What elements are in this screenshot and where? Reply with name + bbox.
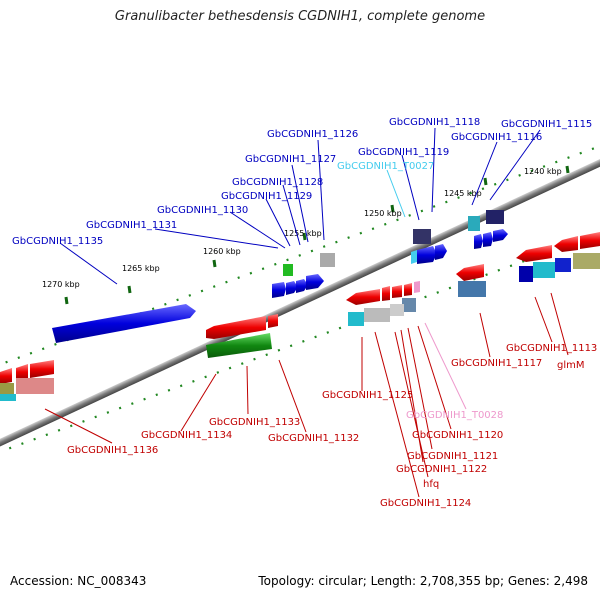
gene-label-1117: GbCGDNIH1_1117 [451,358,542,369]
gene-label-1136: GbCGDNIH1_1136 [67,445,158,456]
forward-features [52,210,508,343]
gene-label-1132: GbCGDNIH1_1132 [268,433,359,444]
gene-block-1116 [474,234,483,249]
gene-block-1117 [456,264,484,281]
forward-leader-lines [59,127,541,285]
gene-block-1113-navy [519,266,533,282]
gene-block-1117-steel [458,281,486,297]
gene-label-T0027: GbCGDNIH1_T0027 [337,161,434,172]
scale-label-1245: 1245 kbp [444,189,482,198]
forward-labels: GbCGDNIH1_1135 GbCGDNIH1_1131 GbCGDNIH1_… [12,117,592,247]
gene-block-1122 [392,285,402,298]
gene-block-1131 [272,282,286,298]
gene-label-1128: GbCGDNIH1_1128 [232,177,323,188]
gene-block-T0028 [414,281,420,293]
gene-block-1132-green [206,333,272,358]
gene-label-1130: GbCGDNIH1_1130 [157,205,248,216]
genome-summary-text: Topology: circular; Length: 2,708,355 bp… [258,574,588,588]
reverse-leader-lines [44,292,569,498]
genome-backbone [0,121,600,483]
gene-label-1122: GbCGDNIH1_1122 [396,464,487,475]
gene-block-1135 [52,304,196,343]
scale-label-1260: 1260 kbp [203,247,241,256]
gene-block-1119-top [413,229,431,244]
gene-label-1120: GbCGDNIH1_1120 [412,430,503,441]
gene-block-1115b [493,229,508,242]
gene-block-1127 [306,274,324,290]
gene-label-1124: GbCGDNIH1_1124 [380,498,471,509]
gene-block-1136-pink [16,378,54,394]
scale-label-1240: 1240 kbp [524,167,562,176]
gene-label-1135: GbCGDNIH1_1135 [12,236,103,247]
map-title: Granulibacter bethesdensis CGDNIH1, comp… [114,9,486,24]
gene-block-glmM [580,232,600,249]
reverse-labels: GbCGDNIH1_1136 GbCGDNIH1_1134 GbCGDNIH1_… [67,343,597,509]
gene-label-1115: GbCGDNIH1_1115 [501,119,592,130]
gene-block-1115a [483,232,493,247]
gene-label-1129: GbCGDNIH1_1129 [221,191,312,202]
gene-label-1119: GbCGDNIH1_1119 [358,147,449,158]
scale-label-1265: 1265 kbp [122,264,160,273]
gene-label-1118: GbCGDNIH1_1118 [389,117,480,128]
gene-block-T0027 [411,250,417,264]
gene-block-1121-blue [402,298,416,312]
gene-label-1125: GbCGDNIH1_1125 [322,390,413,401]
gene-block-1124 [382,286,390,301]
gene-label-T0028: GbCGDNIH1_T0028 [406,410,503,421]
gene-block-1136-olive [0,383,14,397]
gene-block-1136c [30,360,54,378]
gene-block-1136b [16,364,28,380]
gene-label-1134: GbCGDNIH1_1134 [141,430,232,441]
gene-label-1116: GbCGDNIH1_1116 [451,132,542,143]
gene-block-1133 [268,314,278,328]
accession-text: Accession: NC_008343 [10,574,147,588]
gene-label-hfq: hfq [423,479,439,490]
gene-block-1118 [435,244,447,260]
gene-block-1125-cyan [348,312,364,326]
gene-block-glmM-olive [573,253,600,269]
scale-label-1255: 1255 kbp [284,229,322,238]
gene-block-1125 [346,289,380,305]
gene-label-1131: GbCGDNIH1_1131 [86,220,177,231]
gene-block-1121 [404,283,412,296]
gene-block-1124-grey [364,308,390,322]
gene-block-1113b [554,236,578,252]
gene-block-1120-grey [390,304,404,316]
scale-labels: 1270 kbp 1265 kbp 1260 kbp 1255 kbp 1250… [42,167,562,289]
major-ticks [64,165,570,305]
gene-block-1128 [296,279,308,293]
gene-block-1115-top [486,210,504,224]
gene-block-1136-cyan [0,394,16,401]
gene-label-1126: GbCGDNIH1_1126 [267,129,358,140]
gene-block-1113-blue [555,258,571,272]
gene-block-1134 [206,316,266,339]
gene-block-1116-top [468,216,480,231]
scale-label-1270: 1270 kbp [42,280,80,289]
gene-block-1113-cyan [533,262,555,278]
gene-block-1129 [286,281,298,295]
scale-label-1250: 1250 kbp [364,209,402,218]
gene-label-glmM: glmM [557,360,585,371]
gene-label-1133: GbCGDNIH1_1133 [209,417,300,428]
gene-block-1119 [417,246,437,264]
gene-label-1113: GbCGDNIH1_1113 [506,343,597,354]
gene-block-1126 [320,253,335,267]
reverse-features [0,232,600,401]
gene-block-1136a [0,368,12,384]
gene-block-1130 [283,264,293,276]
gene-label-1121: GbCGDNIH1_1121 [407,451,498,462]
gene-block-1113a [516,245,552,262]
gene-label-1127: GbCGDNIH1_1127 [245,154,336,165]
